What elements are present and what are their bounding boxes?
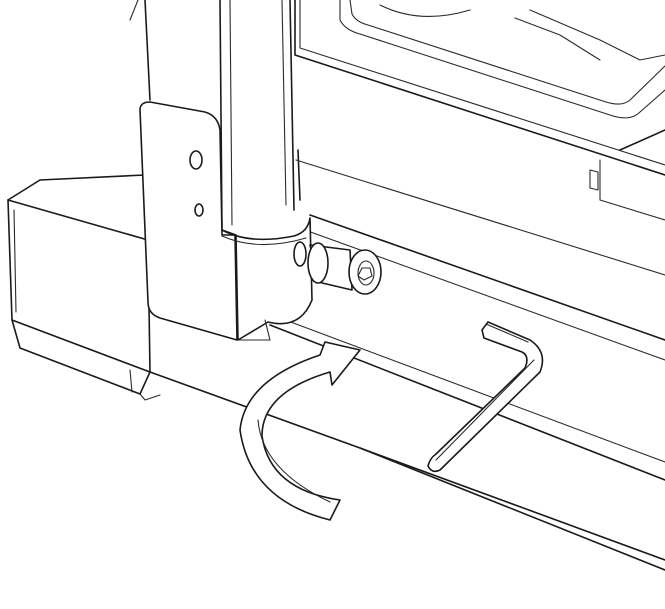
hex-key: [427, 321, 544, 473]
socket-head-bolt: [293, 241, 382, 295]
rotation-arrow: [239, 341, 361, 521]
upper-tray: [294, 0, 665, 276]
base-rail: [7, 174, 665, 571]
post-bracket: [139, 101, 313, 341]
